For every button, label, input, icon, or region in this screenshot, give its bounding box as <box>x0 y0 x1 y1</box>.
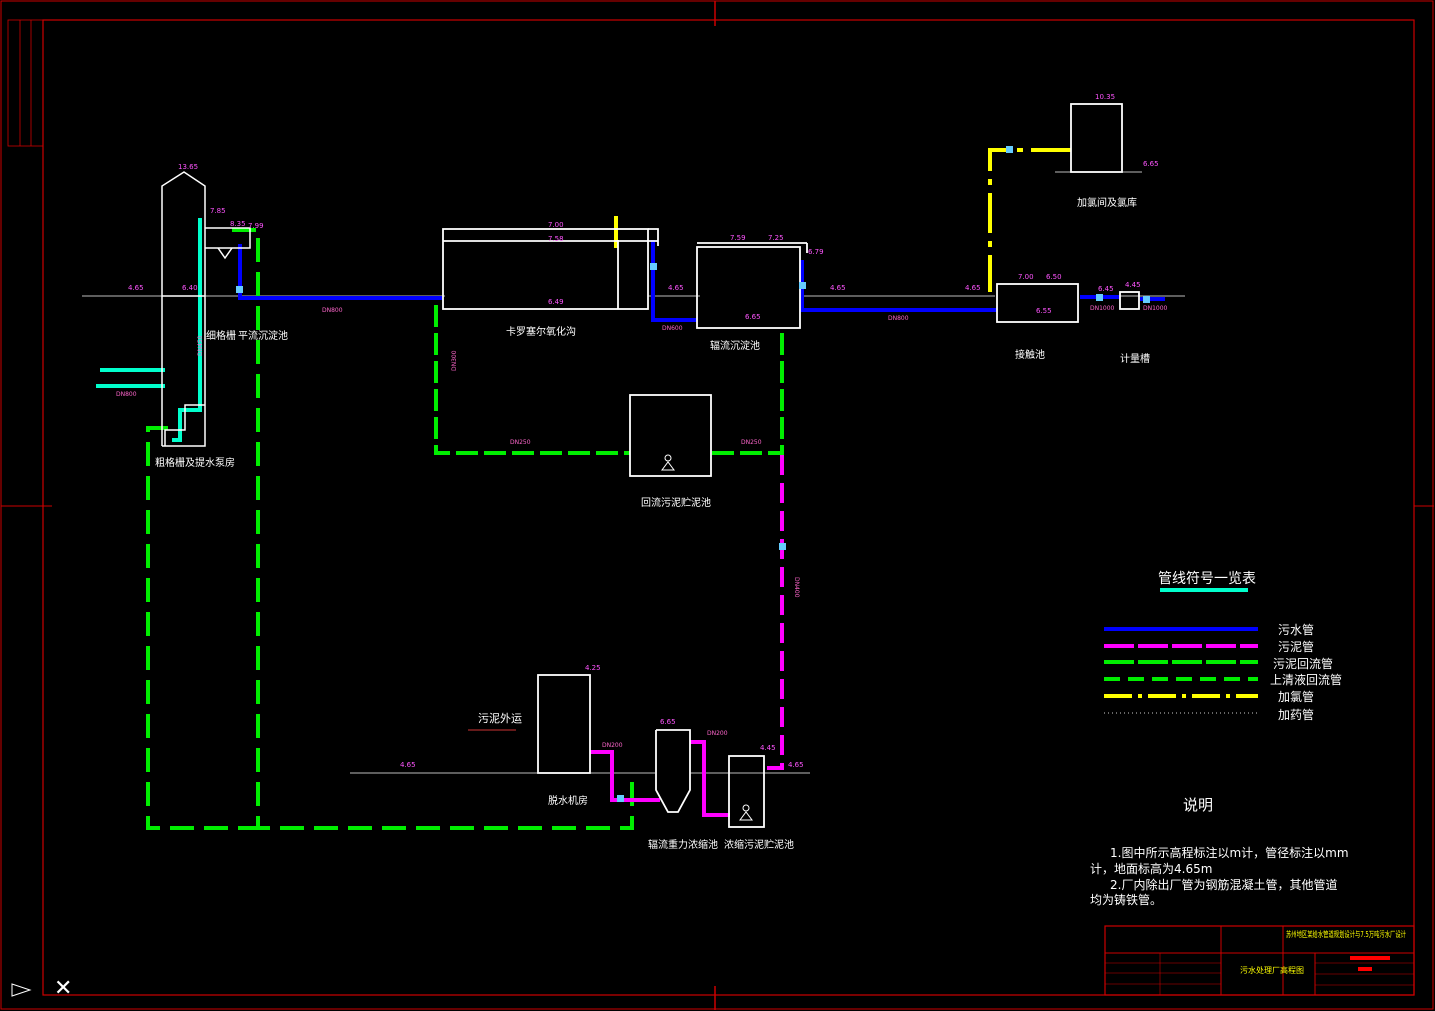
elev: 7.59 <box>730 234 746 242</box>
note-line: 1.图中所示高程标注以m计，管径标注以mm <box>1110 845 1349 860</box>
inflow-pipes <box>96 218 202 442</box>
dn: DN1000 <box>1143 305 1168 312</box>
label-lift-pump: 粗格栅及提水泵房 <box>155 456 235 469</box>
oxidation-ditch <box>442 228 659 310</box>
elev: 6.50 <box>1046 273 1062 281</box>
legend-title: 管线符号一览表 <box>1158 571 1256 587</box>
elev: 4.25 <box>585 664 601 672</box>
legend-label: 上清液回流管 <box>1270 672 1342 687</box>
title-block-drawing: 污水处理厂高程图 <box>1240 965 1304 975</box>
elev: 6.55 <box>1036 307 1052 315</box>
dn: DN250 <box>741 439 762 446</box>
dn: DN300 <box>451 350 458 371</box>
dn: DN1000 <box>1090 305 1115 312</box>
pipe-diameters: DN800 DN600 DN800 DN1000 DN1000 DN250 DN… <box>116 305 1168 749</box>
elev: 4.45 <box>1125 281 1141 289</box>
elev: 4.45 <box>760 744 776 752</box>
north-arrow-icon <box>11 983 32 997</box>
supernatant-pipes <box>146 228 634 830</box>
sludge-return-pipes <box>434 305 784 455</box>
elev: 6.65 <box>660 718 676 726</box>
elev: 6.79 <box>808 248 824 256</box>
elev: 4.65 <box>400 761 416 769</box>
dn: DN800 <box>322 307 343 314</box>
label-chlorine: 加氯间及氯库 <box>1077 196 1137 209</box>
title-block: 苏州地区某给水管道规划设计与7.5万吨污水厂设计 污水处理厂高程图 <box>1104 925 1415 996</box>
pump-icon <box>661 454 753 821</box>
note-line: 2.厂内除出厂管为钢筋混凝土管，其他管道 <box>1110 877 1337 892</box>
elev: 4.65 <box>965 284 981 292</box>
dn: DN800 <box>888 315 909 322</box>
dn: DN200 <box>602 742 623 749</box>
note-line: 均为铸铁管。 <box>1090 892 1162 907</box>
title-block-project: 苏州地区某给水管道规划设计与7.5万吨污水厂设计 <box>1286 929 1406 939</box>
fine-screen-tank <box>205 227 251 260</box>
elev: 7.58 <box>548 235 564 243</box>
legend-label: 污泥回流管 <box>1273 656 1333 671</box>
label-thickener: 辐流重力浓缩池 <box>648 838 718 851</box>
dn: DN250 <box>510 439 531 446</box>
elev: 6.65 <box>1143 160 1159 168</box>
legend-label: 污泥管 <box>1278 639 1314 654</box>
elev: 7.00 <box>548 221 564 229</box>
notes-title: 说明 <box>1183 796 1213 814</box>
elev: 7.25 <box>768 234 784 242</box>
label-sludge-out: 污泥外运 <box>478 712 522 725</box>
valve-icon <box>236 146 1150 802</box>
ucs-icon: ✕ <box>54 976 72 1001</box>
label-contact: 接触池 <box>1015 348 1045 361</box>
legend-label: 加氯管 <box>1278 689 1314 704</box>
label-return-sludge: 回流污泥贮泥池 <box>641 496 711 509</box>
notes: 说明 1.图中所示高程标注以m计，管径标注以mm 计，地面标高为4.65m 2.… <box>1090 796 1349 907</box>
contact-tank <box>996 283 1079 323</box>
chlorine-house <box>1070 103 1123 173</box>
dn: DN800 <box>116 391 137 398</box>
elev: 4.65 <box>830 284 846 292</box>
elev: 6.40 <box>182 284 198 292</box>
elev: 6.49 <box>548 298 564 306</box>
elev: 4.65 <box>128 284 144 292</box>
pipe-legend: 管线符号一览表 污水管 污泥管 污泥回流管 上清液回流管 加氯管 加药管 <box>1104 571 1342 722</box>
label-grit: 平流沉淀池 <box>238 329 288 342</box>
note-line: 计，地面标高为4.65m <box>1090 861 1212 876</box>
sludge-pipes <box>590 455 784 817</box>
legend-label: 污水管 <box>1278 622 1314 637</box>
elev: 7.85 <box>210 207 226 215</box>
elev: 13.65 <box>178 163 198 171</box>
elev: 7.99 <box>248 222 264 230</box>
elev: 7.00 <box>1018 273 1034 281</box>
return-sludge-tank <box>629 394 712 477</box>
label-dewater: 脱水机房 <box>548 794 588 807</box>
elev: 4.65 <box>668 284 684 292</box>
margin-stamp <box>7 19 44 147</box>
lift-pump-house <box>161 171 206 447</box>
elev: 6.45 <box>1098 285 1114 293</box>
dn: DN200 <box>707 730 728 737</box>
label-sludge-storage: 浓缩污泥贮泥池 <box>724 838 794 851</box>
thickener <box>655 729 691 813</box>
dewatering-house <box>537 674 591 774</box>
label-fine-screen: 细格栅 <box>206 329 236 342</box>
inner-frame <box>42 19 1415 996</box>
ground-lines <box>82 171 1185 774</box>
label-carrousel: 卡罗塞尔氧化沟 <box>506 325 576 338</box>
elevation-marks: 4.65 13.65 8.35 7.99 7.85 6.40 7.00 7.58… <box>128 93 1159 769</box>
elev: 4.65 <box>788 761 804 769</box>
dn: DN600 <box>662 325 683 332</box>
label-meter: 计量槽 <box>1120 352 1150 365</box>
label-clarifier: 辐流沉淀池 <box>710 339 760 352</box>
metering-flume <box>1119 291 1140 310</box>
dn: DN400 <box>793 577 800 598</box>
elev: 10.35 <box>1095 93 1115 101</box>
dn: DN450 <box>197 335 204 356</box>
elev: 6.65 <box>745 313 761 321</box>
legend-label: 加药管 <box>1278 707 1314 722</box>
chlorine-pipes <box>614 148 1071 292</box>
elev: 8.35 <box>230 220 246 228</box>
sludge-storage-tank <box>728 755 765 828</box>
